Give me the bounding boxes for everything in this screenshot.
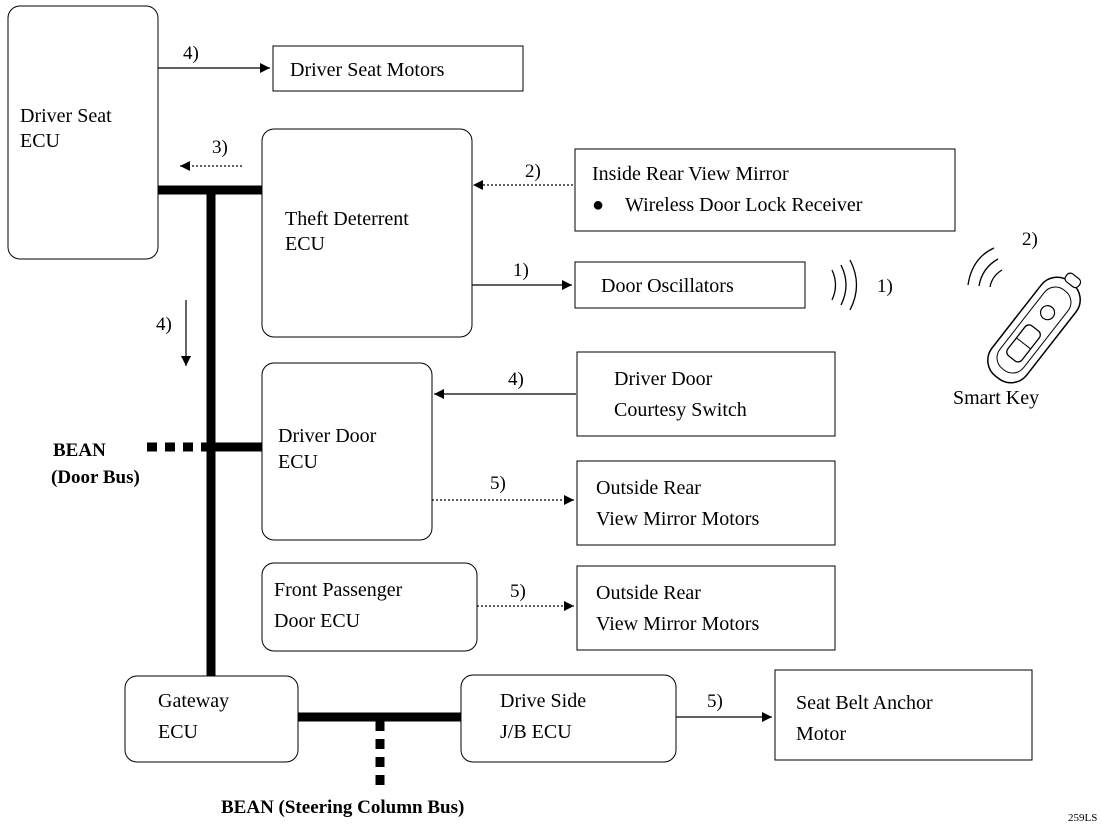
seat-belt-anchor-motor-label-1: Seat Belt Anchor xyxy=(796,692,933,714)
step-label-to-seat-belt-motor: 5) xyxy=(707,691,723,712)
outside-mirror-motors-2-label-2: View Mirror Motors xyxy=(596,613,759,635)
driver-door-ecu-label-2: ECU xyxy=(278,451,319,473)
driver-seat-motors-label: Driver Seat Motors xyxy=(290,59,445,81)
steering-column-bus-label: BEAN (Steering Column Bus) xyxy=(221,797,464,818)
driver-door-courtesy-switch: Driver Door Courtesy Switch xyxy=(576,351,836,437)
step-label-to-seat-ecu: 3) xyxy=(212,137,228,158)
driver-seat-ecu-label-2: ECU xyxy=(20,130,61,152)
smart-key-icon xyxy=(987,272,1082,384)
step-label-to-seat-motors: 4) xyxy=(183,43,199,64)
oscillator-wave-icon xyxy=(831,259,858,311)
driver-seat-motors: Driver Seat Motors xyxy=(272,45,524,92)
outside-mirror-motors-1-label-2: View Mirror Motors xyxy=(596,508,759,530)
door-bus-label-1: BEAN xyxy=(53,440,106,461)
step-label-from-mirror: 2) xyxy=(525,161,541,182)
bullet-icon: ● xyxy=(592,194,604,216)
gateway-ecu: Gateway ECU xyxy=(124,675,299,763)
figure-id: 259LS xyxy=(1068,812,1097,824)
smart-key-label: Smart Key xyxy=(953,387,1039,409)
front-passenger-door-ecu-label-1: Front Passenger xyxy=(274,579,403,601)
gateway-ecu-label-1: Gateway xyxy=(158,690,229,712)
step-label-to-mirror-motors-2: 5) xyxy=(510,581,526,602)
seat-belt-anchor-motor-label-2: Motor xyxy=(796,723,846,745)
key-signal-wave-icon xyxy=(967,247,1003,288)
inside-rear-view-mirror-label: Inside Rear View Mirror xyxy=(592,163,789,185)
outside-mirror-motors-1-label-1: Outside Rear xyxy=(596,477,701,499)
driver-seat-ecu-label-1: Driver Seat xyxy=(20,105,112,127)
driver-seat-ecu: Driver Seat ECU xyxy=(7,5,159,260)
theft-deterrent-ecu: Theft Deterrent ECU xyxy=(261,128,473,338)
seat-belt-anchor-motor: Seat Belt Anchor Motor xyxy=(774,669,1033,761)
door-bus-label-2: (Door Bus) xyxy=(51,467,140,488)
gateway-ecu-label-2: ECU xyxy=(158,721,199,743)
step-label-to-oscillators: 1) xyxy=(513,260,529,281)
step-label-key-wave: 2) xyxy=(1022,229,1038,250)
bean-door-bus xyxy=(147,185,262,676)
drive-side-jb-ecu-label-2: J/B ECU xyxy=(500,721,572,743)
outside-rear-view-mirror-motors-2: Outside Rear View Mirror Motors xyxy=(576,565,836,651)
theft-deterrent-ecu-label-1: Theft Deterrent xyxy=(285,208,409,230)
step-label-from-courtesy-switch: 4) xyxy=(508,369,524,390)
driver-door-courtesy-switch-label-2: Courtesy Switch xyxy=(614,399,747,421)
door-oscillators: Door Oscillators xyxy=(574,261,806,309)
bean-steering-column-bus xyxy=(298,712,461,790)
drive-side-jb-ecu: Drive Side J/B ECU xyxy=(460,674,677,763)
step-label-oscillator-wave: 1) xyxy=(877,276,893,297)
front-passenger-door-ecu-label-2: Door ECU xyxy=(274,610,361,632)
drive-side-jb-ecu-label-1: Drive Side xyxy=(500,690,586,712)
driver-door-ecu: Driver Door ECU xyxy=(261,362,433,541)
step-label-to-mirror-motors-1: 5) xyxy=(490,473,506,494)
step-label-bus-down: 4) xyxy=(156,314,172,335)
outside-rear-view-mirror-motors-1: Outside Rear View Mirror Motors xyxy=(576,460,836,546)
driver-door-ecu-label-1: Driver Door xyxy=(278,425,377,447)
outside-mirror-motors-2-label-1: Outside Rear xyxy=(596,582,701,604)
front-passenger-door-ecu: Front Passenger Door ECU xyxy=(261,562,478,652)
driver-door-courtesy-switch-label-1: Driver Door xyxy=(614,368,713,390)
inside-rear-view-mirror: Inside Rear View Mirror ● Wireless Door … xyxy=(574,148,956,232)
wireless-door-lock-receiver-label: Wireless Door Lock Receiver xyxy=(625,194,863,216)
door-oscillators-label: Door Oscillators xyxy=(601,275,734,297)
theft-deterrent-ecu-label-2: ECU xyxy=(285,233,326,255)
